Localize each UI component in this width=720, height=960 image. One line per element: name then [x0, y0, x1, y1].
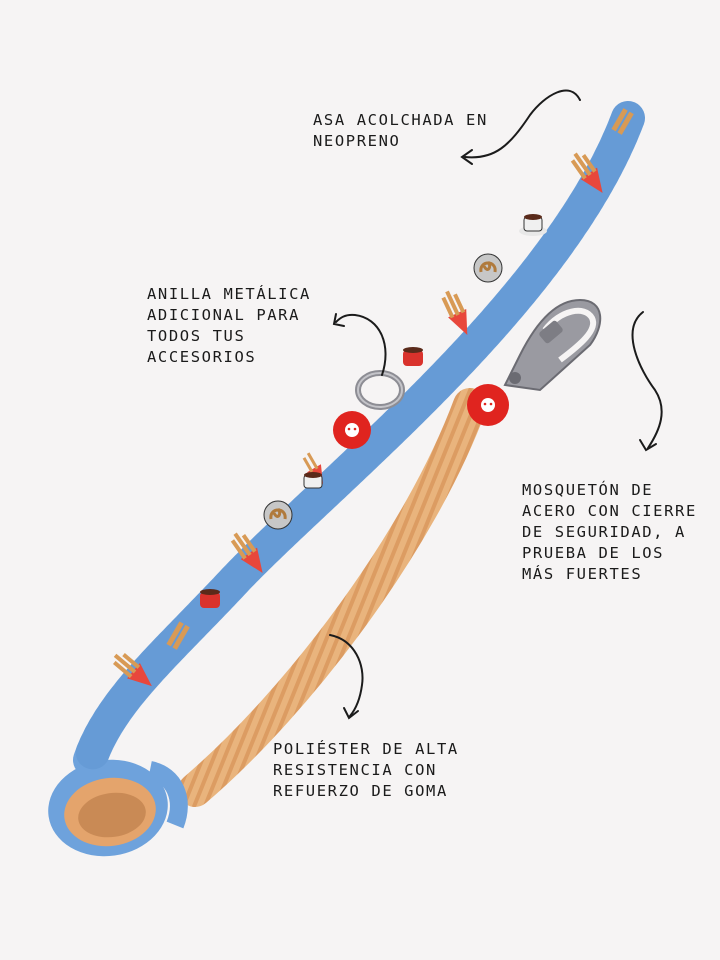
caption-metal-ring: ANILLA METÁLICA ADICIONAL PARA TODOS TUS…: [147, 284, 311, 368]
cocoa-mug-icon: [200, 589, 220, 608]
coffee-cup-icon: [519, 214, 547, 236]
caption-line: TODOS TUS: [147, 327, 246, 345]
leash-loop: [48, 759, 188, 857]
caption-line: ADICIONAL PARA: [147, 306, 301, 324]
caption-line: POLIÉSTER DE ALTA: [273, 740, 459, 758]
caption-line: ANILLA METÁLICA: [147, 285, 311, 303]
cocoa-mug-icon: [403, 347, 423, 366]
curved-arrow-icon: [460, 149, 473, 165]
caption-line: PRUEBA DE LOS: [522, 544, 665, 562]
coffee-cup-icon: [303, 472, 323, 489]
caption-padded-handle: ASA ACOLCHADA EN NEOPRENO: [313, 110, 488, 152]
carabiner-icon: [503, 298, 602, 392]
churro-cup-icon: [230, 532, 263, 574]
caption-line: ACCESORIOS: [147, 348, 257, 366]
curved-arrow-icon: [332, 313, 345, 327]
caption-material: POLIÉSTER DE ALTA RESISTENCIA CON REFUER…: [273, 739, 459, 802]
curved-arrow-icon: [631, 311, 663, 449]
leash-strap: [73, 101, 645, 777]
leash-padding: [178, 388, 487, 807]
caption-line: RESISTENCIA CON: [273, 761, 437, 779]
metal-ring-icon: [355, 370, 405, 410]
caption-line: MOSQUETÓN DE: [522, 481, 654, 499]
caption-line: MÁS FUERTES: [522, 565, 643, 583]
curved-arrow-icon: [639, 439, 657, 452]
caption-line: DE SEGURIDAD, A: [522, 523, 686, 541]
churro-cup-icon: [113, 653, 152, 687]
churro-cup-icon: [441, 290, 468, 335]
caption-line: ASA ACOLCHADA EN: [313, 111, 488, 129]
curved-arrow-icon: [464, 89, 581, 159]
curved-arrow-icon: [343, 707, 359, 720]
churro-cup-icon: [570, 152, 603, 194]
caption-line: ACERO CON CIERRE: [522, 502, 697, 520]
caption-line: NEOPRENO: [313, 132, 401, 150]
curved-arrow-icon: [329, 634, 364, 717]
churro-cup-icon: [611, 108, 634, 135]
pretzel-icon: [473, 253, 503, 283]
brand-tag-icon: [467, 384, 509, 426]
brand-tag-icon: [333, 411, 371, 449]
churro-cup-icon: [166, 621, 190, 650]
caption-carabiner: MOSQUETÓN DE ACERO CON CIERRE DE SEGURID…: [522, 480, 697, 585]
pretzel-icon: [263, 500, 293, 530]
curved-arrow-icon: [335, 313, 387, 376]
caption-line: REFUERZO DE GOMA: [273, 782, 448, 800]
